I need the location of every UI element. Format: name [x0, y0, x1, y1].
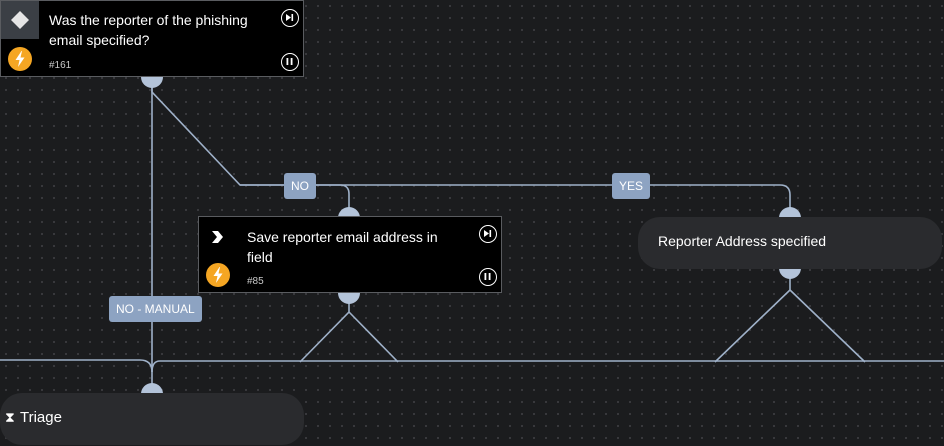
task-id: #85	[247, 276, 264, 287]
lightning-icon	[8, 47, 32, 71]
task-save-reporter[interactable]: Save reporter email address in field #85	[198, 216, 502, 293]
lightning-icon	[206, 263, 230, 287]
diamond-icon	[11, 11, 29, 29]
edge-merge-left	[0, 359, 153, 373]
skip-icon	[286, 14, 294, 21]
task-title: Save reporter email address in field	[247, 229, 438, 265]
section-title: Reporter Address specified	[658, 233, 827, 249]
edge-no	[151, 80, 350, 212]
section-title: Triage	[20, 409, 62, 426]
section-triage[interactable]: ⧗ Triage	[0, 393, 304, 445]
skip-button[interactable]	[281, 9, 299, 27]
task-id: #161	[49, 60, 72, 71]
chevron-right-icon	[212, 231, 223, 243]
output-port[interactable]	[141, 77, 163, 88]
pause-icon	[484, 273, 491, 280]
pause-button[interactable]	[479, 268, 497, 286]
edge-yes	[240, 184, 791, 212]
edge-merge-reporter	[714, 270, 866, 363]
input-port[interactable]	[338, 207, 360, 218]
task-reporter-condition[interactable]: Was the reporter of the phishing email s…	[0, 0, 304, 77]
task-title: Was the reporter of the phishing email s…	[49, 12, 248, 48]
section-reporter-specified[interactable]: Reporter Address specified	[638, 217, 942, 269]
input-port[interactable]	[779, 207, 801, 218]
hourglass-icon: ⧗	[5, 409, 15, 425]
pause-icon	[286, 58, 293, 65]
condition-type-box	[1, 1, 39, 39]
output-port[interactable]	[338, 293, 360, 304]
edge-merge-right	[151, 360, 161, 373]
skip-button[interactable]	[479, 225, 497, 243]
edge-label-no-manual[interactable]: NO - MANUAL	[109, 296, 202, 322]
edge-label-no[interactable]: NO	[284, 173, 316, 199]
pause-button[interactable]	[281, 53, 299, 71]
edge-label-yes[interactable]: YES	[612, 173, 651, 199]
skip-icon	[484, 230, 492, 237]
input-port[interactable]	[141, 383, 163, 394]
output-port[interactable]	[779, 268, 801, 279]
